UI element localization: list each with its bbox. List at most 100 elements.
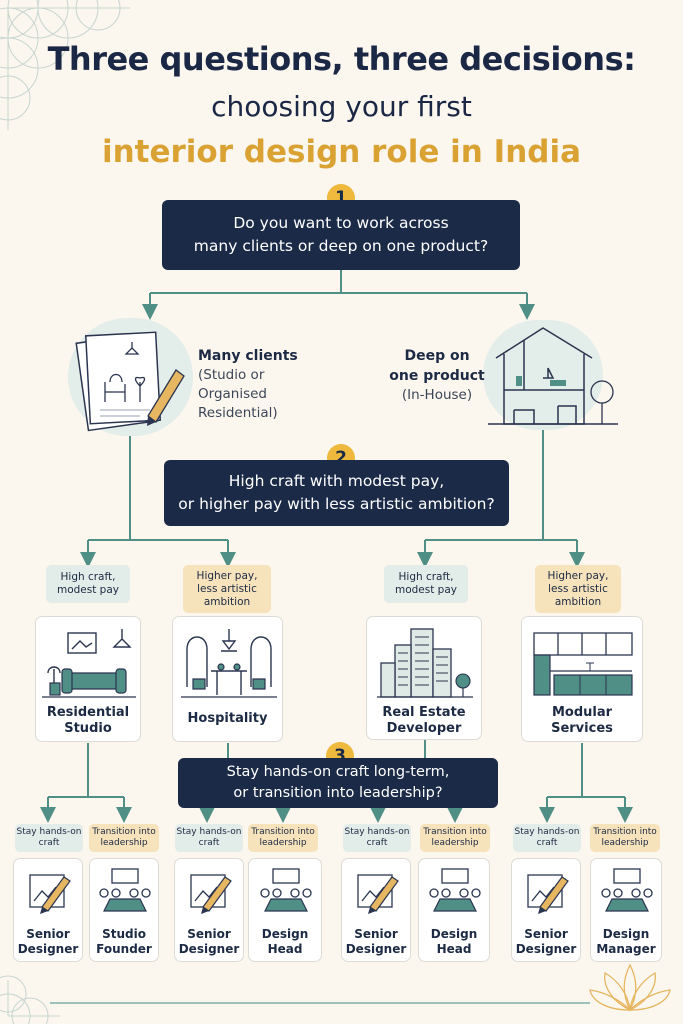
leaf-8-tag-line-2: leadership: [601, 838, 649, 848]
option-1-card: Residential Studio: [35, 616, 141, 742]
title-line-1: Three questions, three decisions:: [47, 40, 636, 78]
leaf-1-label-2: Designer: [17, 942, 79, 956]
leaf-5-label-2: Designer: [345, 942, 407, 956]
leaf-7-label-1: Senior: [524, 927, 568, 941]
leaf-5-label-1: Senior: [354, 927, 398, 941]
leaf-1-tag-line-1: Stay hands-on: [16, 826, 82, 837]
house-icon: [488, 327, 618, 425]
path-deep-sub: (In-House): [401, 387, 473, 403]
option-4-label-2: Services: [551, 721, 613, 736]
question-1-line-1: Do you want to work across: [233, 214, 449, 232]
leaf-4-tag-line-1: Transition into: [251, 826, 315, 837]
option-1-tag-line-2: modest pay: [56, 584, 119, 596]
leaf-7-tag-line-2: craft: [536, 838, 558, 848]
option-2-tag-line-2: less artistic: [197, 582, 257, 595]
question-3-line-1: Stay hands-on craft long-term,: [226, 764, 450, 780]
dining-table-icon: [181, 629, 277, 698]
lotus-icon: [589, 963, 671, 1012]
leaf-2-tag-line-2: leadership: [100, 838, 148, 848]
path-many-clients-sub-1: (Studio or: [198, 367, 265, 383]
drafting-pencil-icon: [357, 874, 399, 914]
path-many-clients-sub-3: Residential): [198, 405, 278, 421]
option-1-tag: High craft,modest pay: [46, 565, 130, 603]
kitchen-icon: [533, 632, 633, 696]
meeting-table-icon: [601, 868, 653, 912]
leaf-8-tag-line-1: Transition into: [593, 826, 657, 837]
leaf-4-label-2: Head: [267, 942, 303, 956]
option-2-card: Hospitality: [172, 616, 283, 742]
drafting-pencil-icon: [190, 874, 232, 914]
living-room-icon: [42, 629, 136, 698]
option-3-tag: High craft,modest pay: [384, 565, 468, 603]
option-3-label-1: Real Estate: [382, 705, 466, 720]
leaf-2-label-1: Studio: [102, 927, 146, 941]
question-2-line-2: or higher pay with less artistic ambitio…: [178, 495, 495, 513]
leaf-6-label-2: Head: [436, 942, 472, 956]
question-3-box: Stay hands-on craft long-term, or transi…: [178, 758, 498, 808]
leaf-5-tag-line-1: Stay hands-on: [344, 826, 410, 837]
option-3-card: Real Estate Developer: [366, 616, 482, 740]
buildings-icon: [377, 628, 473, 698]
option-4-tag-line-2: less artistic: [548, 582, 608, 595]
option-4-tag-line-3: ambition: [554, 595, 602, 608]
path-many-clients-title: Many clients: [198, 348, 298, 364]
option-3-label-2: Developer: [386, 721, 462, 736]
leaf-4-tag-line-2: leadership: [259, 838, 307, 848]
question-2-line-1: High craft with modest pay,: [228, 472, 445, 490]
title-line-2: choosing your first: [211, 90, 472, 123]
option-1-label-2: Studio: [64, 721, 112, 736]
house-icon-circle: [483, 320, 603, 430]
path-deep-one-product: Deep on one product (In-House): [384, 346, 490, 405]
path-many-clients-sub-2: Organised: [198, 386, 267, 402]
option-2-tag-line-1: Higher pay,: [196, 569, 258, 582]
leaf-3-tag-line-2: craft: [198, 838, 220, 848]
leaf-1-label-1: Senior: [26, 927, 70, 941]
meeting-table-icon: [260, 868, 312, 912]
leaf-3-tag-line-1: Stay hands-on: [176, 826, 242, 837]
path-deep-title-1: Deep on: [404, 348, 470, 364]
leaf-2-label-2: Founder: [96, 942, 152, 956]
leaf-3-label-2: Designer: [178, 942, 240, 956]
question-2-box: High craft with modest pay, or higher pa…: [164, 460, 509, 526]
documents-pencil-icon: [75, 331, 185, 432]
leaf-6-label-1: Design: [430, 927, 478, 941]
question-1-box: Do you want to work across many clients …: [162, 200, 520, 270]
option-3-tag-line-1: High craft,: [398, 571, 454, 583]
leaf-7-label-2: Designer: [515, 942, 577, 956]
leaf-3-label-1: Senior: [187, 927, 231, 941]
option-1-tag-line-1: High craft,: [60, 571, 116, 583]
leaf-8-label-2: Manager: [596, 942, 656, 956]
option-3-tag-line-2: modest pay: [394, 584, 457, 596]
leaf-6-tag-line-1: Transition into: [423, 826, 487, 837]
meeting-table-icon: [429, 868, 481, 912]
question-3-line-2: or transition into leadership?: [233, 785, 443, 801]
drafting-pencil-icon: [29, 874, 71, 914]
option-2-label-1: Hospitality: [187, 711, 268, 726]
leaf-5-tag-line-2: craft: [366, 838, 388, 848]
leaf-1-tag-line-2: craft: [38, 838, 60, 848]
option-4-tag-line-1: Higher pay,: [547, 569, 609, 582]
leaf-6-tag-line-2: leadership: [431, 838, 479, 848]
leaf-7-tag-line-1: Stay hands-on: [514, 826, 580, 837]
option-4-card: Modular Services: [521, 616, 643, 742]
leaf-4-label-1: Design: [261, 927, 309, 941]
path-many-clients: Many clients (Studio or Organised Reside…: [198, 346, 308, 423]
